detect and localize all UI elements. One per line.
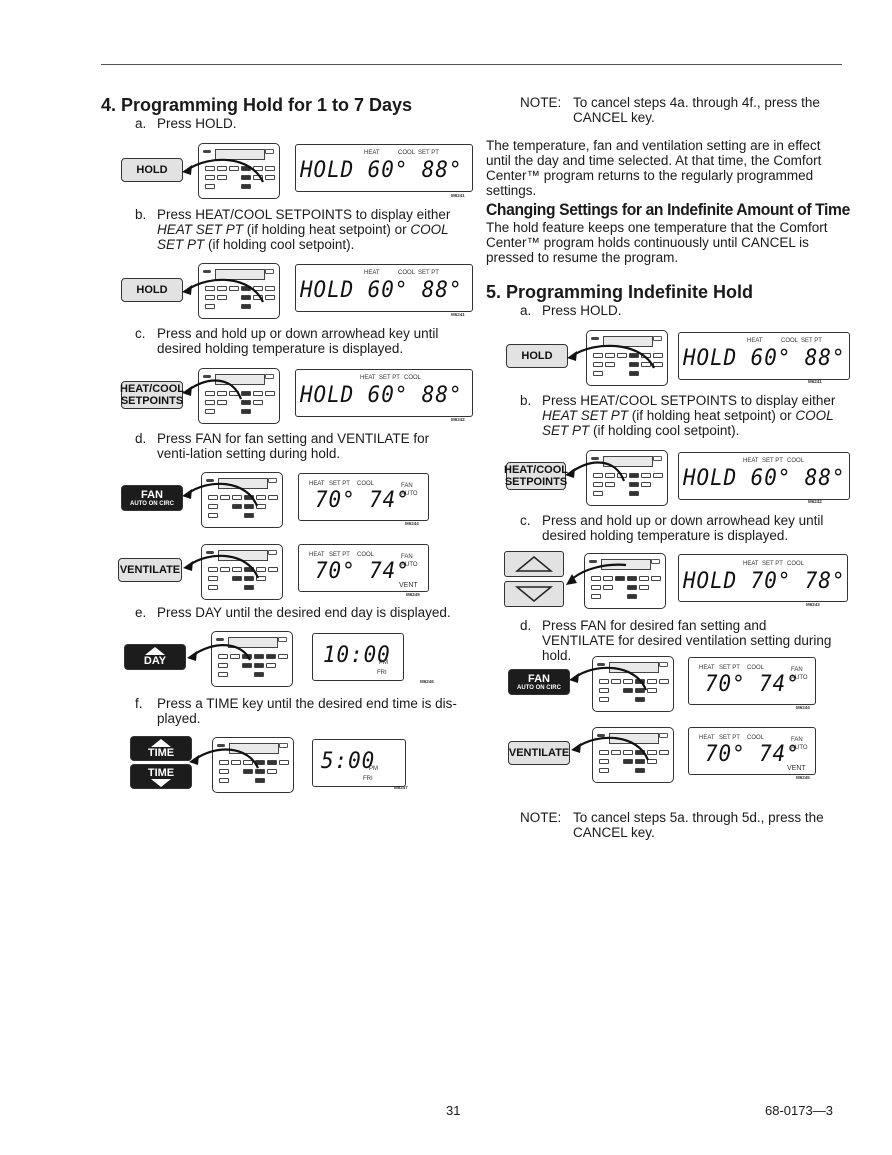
lcd-display: 5:00 PM FRI [312,739,406,787]
arrow-curve [566,563,627,585]
thermostat-icon [201,472,283,528]
arrow-curve [187,644,252,661]
section-5-heading: 5. Programming Indefinite Hold [486,282,754,302]
arrow-curve [565,461,626,482]
thermostat-icon [592,727,674,783]
arrow-curve [182,482,259,507]
document-number: 68-0173—3 [765,1103,833,1118]
subheading-indefinite: Changing Settings for an Indefinite Amou… [486,200,850,219]
arrow-down-icon [151,778,171,787]
arrow-curve [182,278,264,303]
thermostat-icon [592,656,674,712]
ventilate-key: VENTILATE [508,741,570,765]
lcd-display: HEAT COOL SET PT HOLD 60° 88° [295,264,473,312]
paragraph-hold-feature: The hold feature keeps one temperature t… [486,220,828,265]
arrow-curve [567,344,655,369]
arrow-up-icon [151,738,171,747]
figure-time-4f: TIME TIME 5:00 PM FRI M6247 [130,736,420,794]
arrow-up-icon [514,556,554,572]
paragraph-effect: The temperature, fan and ventilation set… [486,138,822,198]
figure-hold-5a: HOLD HEAT COOL SET PT HOLD 60° 88° M6241 [506,330,851,386]
thermostat-icon [201,544,283,600]
lcd-display: HEAT SET PT COOL FAN AUTO 70° 74° [298,473,429,521]
thermostat-icon [212,737,294,793]
hold-key: HOLD [121,278,183,302]
figure-ventilate-4d: VENTILATE HEAT SET PT COOL FAN AUTO 70° … [118,543,433,600]
lcd-display: HEAT SET PT COOL HOLD 70° 78° [678,554,848,602]
time-down-key: TIME [130,764,192,789]
page-number: 31 [446,1103,461,1118]
lcd-display: HEAT SET PT COOL FAN AUTO 70° 74° VENT [688,727,816,775]
arrow-curve [571,736,650,761]
hold-key: HOLD [121,158,183,182]
thermostat-icon [198,143,280,199]
time-up-key: TIME [130,736,192,761]
lcd-display: HEAT COOL SET PT HOLD 60° 88° [678,332,850,380]
figure-ventilate-5d: VENTILATE HEAT SET PT COOL FAN AUTO 70° … [508,726,818,783]
up-arrow-key [504,551,564,577]
lcd-display: 10:00 PM FRI [312,633,404,681]
note-cancel-5: NOTE: To cancel steps 5a. through 5d., p… [520,810,824,840]
arrow-curve [182,158,264,183]
figure-hold-4a: HOLD HEAT COOL SET PT HOLD 60° 88° M6241 [121,143,473,199]
figure-arrows-5c: HEAT SET PT COOL HOLD 70° 78° M6243 [504,551,849,611]
figure-day-4e: DAY 10:00 PM FRI M6246 [124,630,444,687]
arrow-curve [569,666,648,691]
note-cancel-4: NOTE: To cancel steps 4a. through 4f., p… [520,95,820,125]
section-4-heading: 4. Programming Hold for 1 to 7 Days [101,95,413,115]
lcd-display: HEAT SET PT COOL FAN AUTO 70° 74° VENT [298,544,429,592]
arrow-up-icon [145,647,165,655]
figure-hold-4b: HOLD HEAT COOL SET PT HOLD 60° 88° M6241 [121,263,473,319]
thermostat-icon [211,631,293,687]
arrow-curve [183,554,260,579]
lcd-display: HEAT SET PT COOL HOLD 60° 88° [295,369,473,417]
thermostat-icon [586,330,668,386]
day-key: DAY [124,644,186,670]
arrow-down-icon [514,586,554,602]
down-arrow-key [504,581,564,607]
hold-key: HOLD [506,344,568,368]
lcd-display: HEAT SET PT COOL FAN AUTO 70° 74° [688,657,816,705]
arrow-curve [182,379,243,400]
ventilate-key: VENTILATE [118,558,182,582]
arrow-curve [189,748,260,769]
thermostat-icon [198,263,280,319]
lcd-display: HEAT SET PT COOL HOLD 60° 88° [678,452,850,500]
top-rule [101,64,842,65]
lcd-display: HEAT COOL SET PT HOLD 60° 88° [295,144,473,192]
thermostat-icon [586,450,668,506]
